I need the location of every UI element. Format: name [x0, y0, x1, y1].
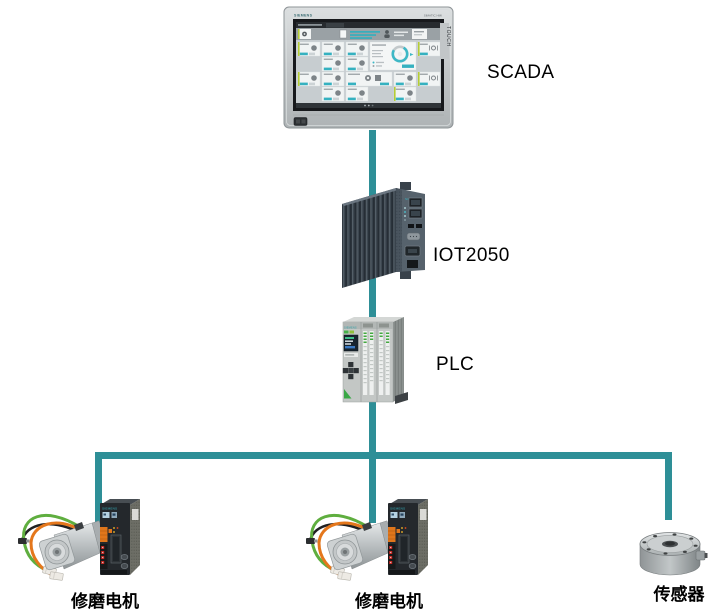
hmi-panel-image: SIEMENS SIMATIC HMI: [283, 6, 454, 129]
grinding-motor-left-image: [18, 497, 142, 582]
plc-brand-text: SIEMENS: [344, 326, 357, 330]
sensor-connector: [695, 550, 708, 561]
hmi-bezel-button: [293, 117, 308, 126]
plc-image: SIEMENS: [342, 317, 408, 404]
camera-icon: [345, 71, 393, 87]
plc-cpu-module: SIEMENS: [342, 326, 359, 399]
iot2050-image: SIEMENS: [342, 182, 425, 288]
plc-label: PLC: [436, 354, 475, 375]
grinding-motor-middle-image: [306, 497, 430, 582]
sensor-image: [639, 532, 708, 576]
iot-heatsink-fins: [342, 188, 396, 288]
sensor-label: 传感器: [653, 585, 705, 604]
touch-label: TOUCH: [445, 26, 451, 47]
connector-drop-left: [95, 452, 102, 523]
plc-display: [343, 334, 359, 352]
touch-side-strip: TOUCH: [440, 23, 451, 59]
sensor-bolt-holes: [642, 533, 698, 555]
document-icon: [339, 29, 347, 39]
connector-bus-horizontal: [95, 452, 672, 459]
user-icon: [384, 30, 390, 38]
iot-ethernet-ports: [408, 197, 423, 219]
hmi-scada-screen: [296, 22, 441, 108]
grinding-motor-left-label: 修磨电机: [71, 592, 139, 611]
plc-green-arrow: [344, 389, 352, 399]
plc-side-face: [393, 317, 404, 402]
gauge-icon: [369, 41, 417, 71]
plc-io-modules: [363, 323, 390, 395]
hmi-model-text: SIMATIC HMI: [424, 14, 442, 18]
grinding-motor-middle-label: 修磨电机: [355, 592, 423, 611]
hmi-brand-text: SIEMENS: [294, 14, 313, 18]
gear-icon: [298, 29, 311, 39]
plc-keypad: [342, 362, 359, 380]
iot2050-label: IOT2050: [433, 245, 510, 266]
scada-label: SCADA: [487, 62, 555, 83]
connector-drop-right: [665, 452, 672, 520]
